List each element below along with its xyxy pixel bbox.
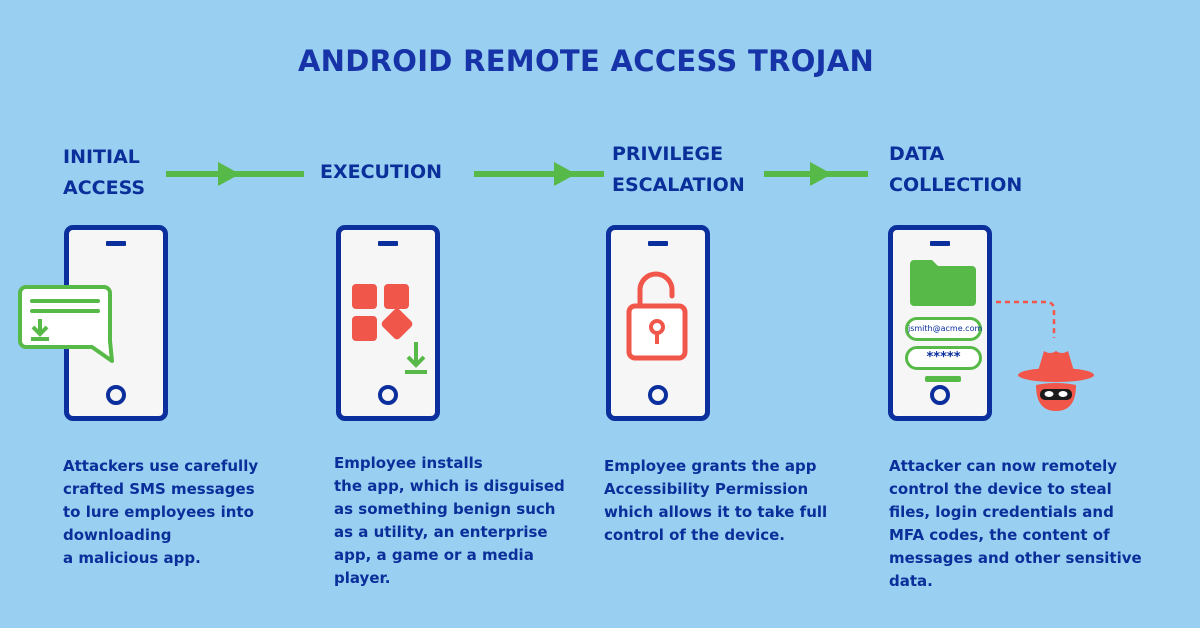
- step-4-description: Attacker can now remotely control the de…: [889, 455, 1142, 593]
- description-line: the app, which is disguised: [334, 477, 565, 495]
- step-1-description: Attackers use carefully crafted SMS mess…: [63, 455, 258, 570]
- email-field: jsmith@acme.com: [905, 317, 982, 341]
- password-field: *****: [905, 346, 982, 370]
- description-line: control of the device.: [604, 526, 786, 544]
- description-line: messages and other sensitive: [889, 549, 1142, 567]
- step-1-title-line-1: INITIAL: [63, 146, 140, 168]
- description-line: files, login credentials and: [889, 503, 1114, 521]
- phone-icon: [606, 225, 710, 421]
- phone-home-button: [378, 385, 398, 405]
- description-line: Employee grants the app: [604, 457, 817, 475]
- step-2-description: Employee installs the app, which is disg…: [334, 452, 565, 590]
- description-line: player.: [334, 569, 391, 587]
- description-line: a malicious app.: [63, 549, 201, 567]
- description-line: Attacker can now remotely: [889, 457, 1118, 475]
- step-4-title: DATA COLLECTION: [889, 139, 1022, 201]
- hacker-icon: [1018, 351, 1094, 411]
- step-2-title: EXECUTION: [320, 157, 442, 188]
- description-line: app, a game or a media: [334, 546, 534, 564]
- folder-icon: [910, 260, 976, 306]
- step-1-title-line-2: ACCESS: [63, 177, 146, 199]
- arrow-icon: [474, 162, 604, 186]
- phone-speaker: [648, 241, 668, 246]
- sms-download-icon: [18, 285, 114, 363]
- phone-speaker: [378, 241, 398, 246]
- description-line: MFA codes, the content of: [889, 526, 1110, 544]
- app-install-icon: [352, 284, 427, 374]
- description-line: as something benign such: [334, 500, 556, 518]
- phone-home-button: [648, 385, 668, 405]
- step-2-title-line-1: EXECUTION: [320, 161, 443, 183]
- arrow-icon: [764, 162, 868, 186]
- description-line: Employee installs: [334, 454, 483, 472]
- description-line: data.: [889, 572, 933, 590]
- step-4-title-line-1: DATA: [889, 143, 945, 165]
- step-3-title: PRIVILEGE ESCALATION: [612, 139, 745, 201]
- description-line: control the device to steal: [889, 480, 1112, 498]
- step-3-title-line-2: ESCALATION: [612, 174, 745, 196]
- description-line: as a utility, an enterprise: [334, 523, 548, 541]
- phone-home-button: [106, 385, 126, 405]
- login-button: [925, 376, 961, 382]
- step-3-description: Employee grants the app Accessibility Pe…: [604, 455, 827, 547]
- step-1-title: INITIAL ACCESS: [63, 142, 145, 204]
- description-line: Accessibility Permission: [604, 480, 809, 498]
- page-title: ANDROID REMOTE ACCESS TROJAN: [297, 44, 875, 78]
- phone-home-button: [930, 385, 950, 405]
- phone-speaker: [106, 241, 126, 246]
- description-line: to lure employees into: [63, 503, 254, 521]
- description-line: crafted SMS messages: [63, 480, 255, 498]
- description-line: Attackers use carefully: [63, 457, 259, 475]
- unlocked-padlock-icon: [626, 271, 688, 361]
- arrow-icon: [166, 162, 304, 186]
- description-line: which allows it to take full: [604, 503, 828, 521]
- phone-speaker: [930, 241, 950, 246]
- dashed-connector: [996, 300, 1056, 338]
- description-line: downloading: [63, 526, 172, 544]
- step-4-title-line-2: COLLECTION: [889, 174, 1023, 196]
- step-3-title-line-1: PRIVILEGE: [612, 143, 724, 165]
